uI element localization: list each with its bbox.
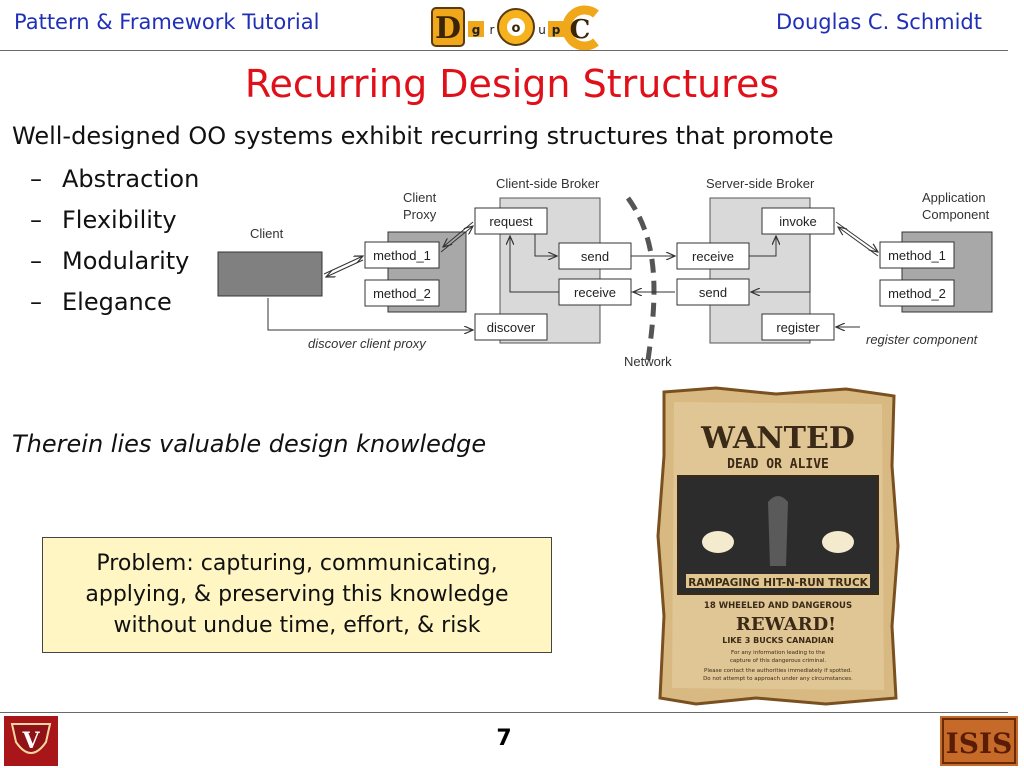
proxy-method-1: method_1 — [373, 248, 431, 263]
server-receive-box — [676, 242, 750, 270]
network-line — [625, 196, 657, 361]
bullet-dash: – — [30, 206, 42, 234]
poster-dead-or-alive: DEAD OR ALIVE — [727, 457, 829, 472]
register-label: register — [776, 320, 820, 335]
server-send-label: send — [699, 285, 727, 300]
bullet-item: –Modularity — [30, 247, 189, 275]
bullet-label: Flexibility — [62, 206, 177, 234]
isis-logo: ISIS — [940, 716, 1018, 766]
logo-letter-u: u — [538, 23, 546, 37]
poster-subline: 18 WHEELED AND DANGEROUS — [704, 601, 852, 611]
arrow-invoke-to-send — [751, 234, 811, 292]
app-component-label-1: Application — [922, 190, 986, 205]
bullet-label: Abstraction — [62, 165, 200, 193]
problem-line: applying, & preserving this knowledge — [85, 582, 509, 607]
doc-group-logo: D g r o u p C — [431, 5, 599, 50]
discover-caption: discover client proxy — [308, 336, 427, 351]
poster-fine-print: capture of this dangerous criminal. — [730, 658, 827, 664]
poster-reward: REWARD! — [736, 614, 836, 635]
arrow-client-to-method1 — [323, 256, 363, 275]
problem-line: without undue time, effort, & risk — [113, 613, 481, 638]
bullet-dash: – — [30, 288, 42, 316]
arrow-client-discover — [267, 298, 473, 330]
network-label: Network — [624, 354, 672, 369]
arrow-receive-to-invoke — [749, 236, 776, 257]
bullet-item: –Abstraction — [30, 165, 199, 193]
invoke-label: invoke — [779, 214, 817, 229]
header-divider — [0, 50, 1008, 51]
client-send-label: send — [581, 249, 609, 264]
page-number: 7 — [496, 726, 512, 751]
app-method-2-box — [879, 279, 955, 307]
app-method-1-box — [879, 241, 955, 269]
bullet-item: –Flexibility — [30, 206, 177, 234]
wanted-poster-image: WANTED DEAD OR ALIVE RAMPAGING HIT-N-RUN… — [656, 386, 900, 706]
isis-logo-text: ISIS — [946, 727, 1013, 760]
poster-fine-print: For any information leading to the — [731, 650, 826, 656]
logo-letter-d: D — [435, 11, 461, 46]
request-box — [474, 207, 548, 235]
arrow-method-to-invoke — [838, 227, 879, 257]
logo-letter-o: o — [512, 21, 521, 36]
logo-letter-c: C — [570, 15, 591, 45]
app-method-1: method_1 — [888, 248, 946, 263]
arrow-receive-to-request — [510, 236, 559, 293]
bullet-dash: – — [30, 247, 42, 275]
proxy-method-2: method_2 — [373, 286, 431, 301]
bullet-dash: – — [30, 165, 42, 193]
arrow-invoke-to-method — [835, 221, 878, 252]
client-receive-label: receive — [574, 285, 616, 300]
problem-line: Problem: capturing, communicating, — [96, 551, 498, 576]
poster-fine-print: Please contact the authorities immediate… — [704, 668, 852, 674]
design-knowledge-text: Therein lies valuable design knowledge — [12, 430, 487, 458]
poster-wanted: WANTED — [700, 421, 855, 456]
discover-box — [474, 313, 548, 341]
client-label: Client — [250, 226, 284, 241]
client-box — [217, 251, 323, 297]
logo-letter-g: g — [472, 23, 481, 37]
app-method-2: method_2 — [888, 286, 946, 301]
bullet-label: Modularity — [62, 247, 190, 275]
invoke-box — [761, 207, 835, 235]
discover-label: discover — [487, 320, 536, 335]
client-broker-label: Client-side Broker — [496, 176, 600, 191]
header-author: Douglas C. Schmidt — [775, 10, 982, 34]
vanderbilt-logo-letter: V — [21, 728, 40, 754]
server-broker-label: Server-side Broker — [706, 176, 815, 191]
client-send-box — [558, 242, 632, 270]
arrow-request-to-send — [534, 234, 557, 256]
client-proxy-label-1: Client — [403, 190, 437, 205]
server-send-box — [676, 278, 750, 306]
vanderbilt-logo: V — [4, 716, 58, 766]
app-component-label-2: Component — [922, 207, 990, 222]
problem-box: Problem: capturing, communicating, apply… — [42, 537, 552, 653]
bullet-label: Elegance — [62, 288, 172, 316]
proxy-method-2-box — [364, 279, 440, 307]
request-label: request — [489, 214, 533, 229]
register-box — [761, 313, 835, 341]
logo-letter-p: p — [552, 23, 561, 37]
slide-title: Recurring Design Structures — [244, 62, 780, 106]
header-title-left: Pattern & Framework Tutorial — [14, 10, 320, 34]
client-receive-box — [558, 278, 632, 306]
client-proxy-label-2: Proxy — [403, 207, 437, 222]
server-receive-label: receive — [692, 249, 734, 264]
intro-text: Well-designed OO systems exhibit recurri… — [12, 122, 834, 150]
register-caption: register component — [866, 332, 979, 347]
poster-reward-amount: LIKE 3 BUCKS CANADIAN — [722, 636, 834, 645]
logo-letter-r: r — [490, 23, 495, 37]
arrow-method1-to-client — [326, 259, 364, 277]
poster-fine-print: Do not attempt to approach under any cir… — [703, 676, 853, 682]
poster-headline: RAMPAGING HIT-N-RUN TRUCK — [688, 577, 868, 589]
broker-pattern-diagram: Client Client Proxy method_1 method_2 Cl… — [217, 176, 993, 369]
footer-divider — [0, 712, 1008, 713]
proxy-method-1-box — [364, 241, 440, 269]
arrow-request-to-proxy — [443, 221, 474, 247]
bullet-item: –Elegance — [30, 288, 172, 316]
